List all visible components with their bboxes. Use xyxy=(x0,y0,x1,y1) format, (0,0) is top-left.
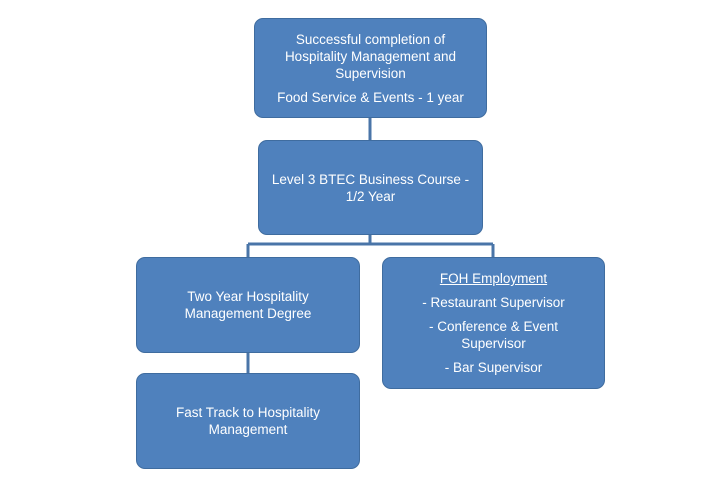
fast-track-text: Fast Track to Hospitality Management xyxy=(175,405,321,437)
completion-subtitle: Food Service & Events - 1 year xyxy=(277,89,464,105)
completion-box: Successful completion of Hospitality Man… xyxy=(254,18,487,118)
foh-item-conference: - Conference & Event Supervisor xyxy=(428,319,559,351)
completion-title: Successful completion of Hospitality Man… xyxy=(284,31,457,81)
foh-item-bar: - Bar Supervisor xyxy=(444,360,543,375)
btec-text: Level 3 BTEC Business Course - 1/2 Year xyxy=(271,171,470,204)
degree-text: Two Year Hospitality Management Degree xyxy=(184,289,312,321)
fast-track-box: Fast Track to Hospitality Management xyxy=(136,373,360,469)
degree-box: Two Year Hospitality Management Degree xyxy=(136,257,360,353)
btec-box: Level 3 BTEC Business Course - 1/2 Year xyxy=(258,140,483,235)
foh-box: FOH Employment - Restaurant Supervisor -… xyxy=(382,257,605,389)
foh-heading: FOH Employment xyxy=(439,271,548,286)
foh-item-restaurant: - Restaurant Supervisor xyxy=(422,295,565,310)
